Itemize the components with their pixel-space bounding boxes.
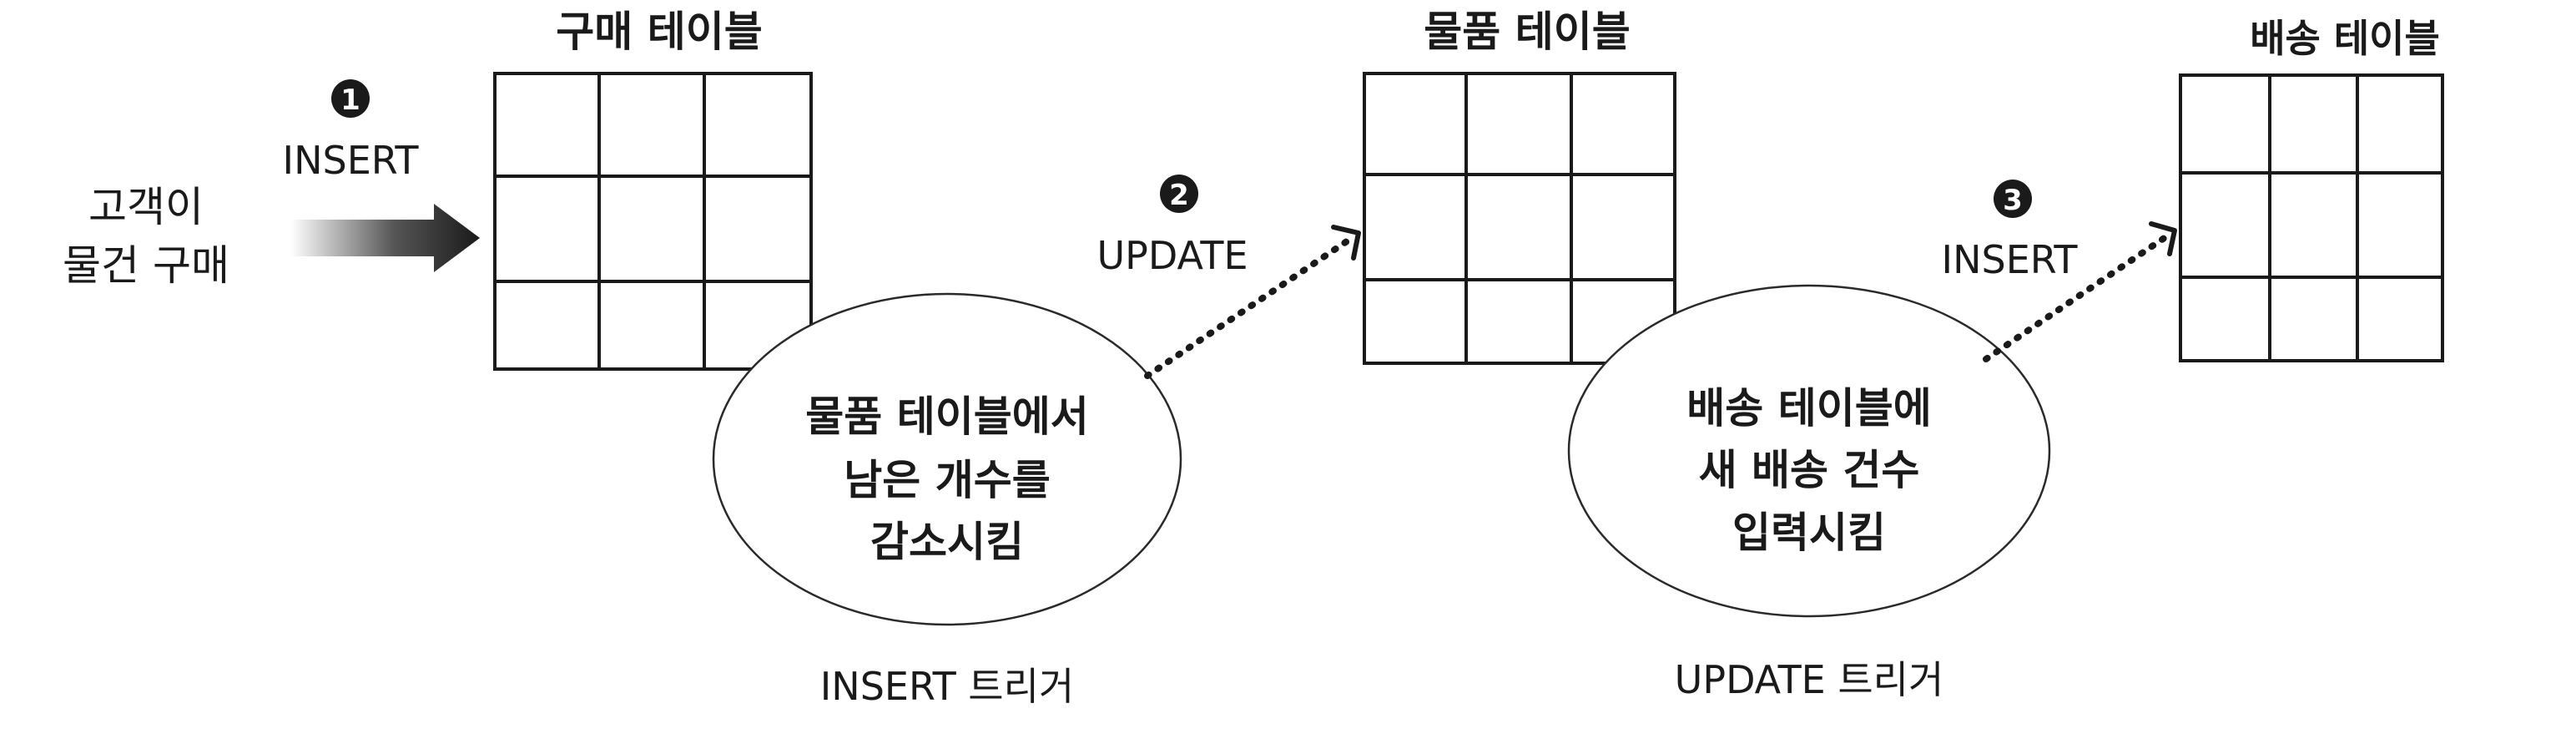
insert-trigger-text-line3: 감소시킴 (870, 518, 1024, 566)
insert-dotted-arrow (1983, 221, 2177, 362)
update-trigger-text-line1: 배송 테이블에 (1686, 384, 1931, 433)
step-3-action: INSERT (1942, 237, 2079, 282)
step-2-badge: 2 (1160, 175, 1198, 213)
update-trigger-caption: UPDATE 트리거 (1675, 657, 1944, 702)
insert-trigger-text-line1: 물품 테이블에서 (805, 392, 1088, 441)
insert-trigger-caption: INSERT 트리거 (820, 664, 1075, 709)
step-1-number: 1 (340, 84, 360, 117)
purchase-table-grid (493, 72, 813, 371)
step-1-action: INSERT (283, 138, 420, 183)
step-2-action: UPDATE (1096, 233, 1248, 278)
update-trigger-text-line3: 입력시킴 (1732, 509, 1886, 557)
update-trigger-bubble (1567, 284, 2051, 618)
insert-arrow (290, 204, 480, 272)
update-dotted-arrow (1144, 225, 1361, 379)
insert-trigger-bubble (712, 292, 1182, 626)
step-3-number: 3 (2003, 184, 2023, 217)
table-title-delivery: 배송 테이블 (2250, 16, 2440, 61)
step-3-badge: 3 (1994, 180, 2032, 218)
customer-label-line1: 고객이 (88, 183, 204, 231)
table-title-product: 물품 테이블 (1424, 8, 1630, 56)
step-2-number: 2 (1169, 179, 1189, 212)
step-2-circle (1160, 175, 1198, 213)
insert-trigger-text-line2: 남은 개수를 (844, 456, 1050, 504)
step-1-badge: 1 (331, 79, 370, 118)
update-trigger-text-line2: 새 배송 건수 (1699, 446, 1920, 494)
product-table-grid (1363, 72, 1676, 365)
customer-label-line2: 물건 구매 (63, 241, 229, 290)
step-1-circle (331, 79, 370, 118)
table-title-purchase: 구매 테이블 (556, 8, 762, 56)
step-3-circle (1994, 180, 2032, 218)
delivery-table-grid (2179, 73, 2444, 362)
